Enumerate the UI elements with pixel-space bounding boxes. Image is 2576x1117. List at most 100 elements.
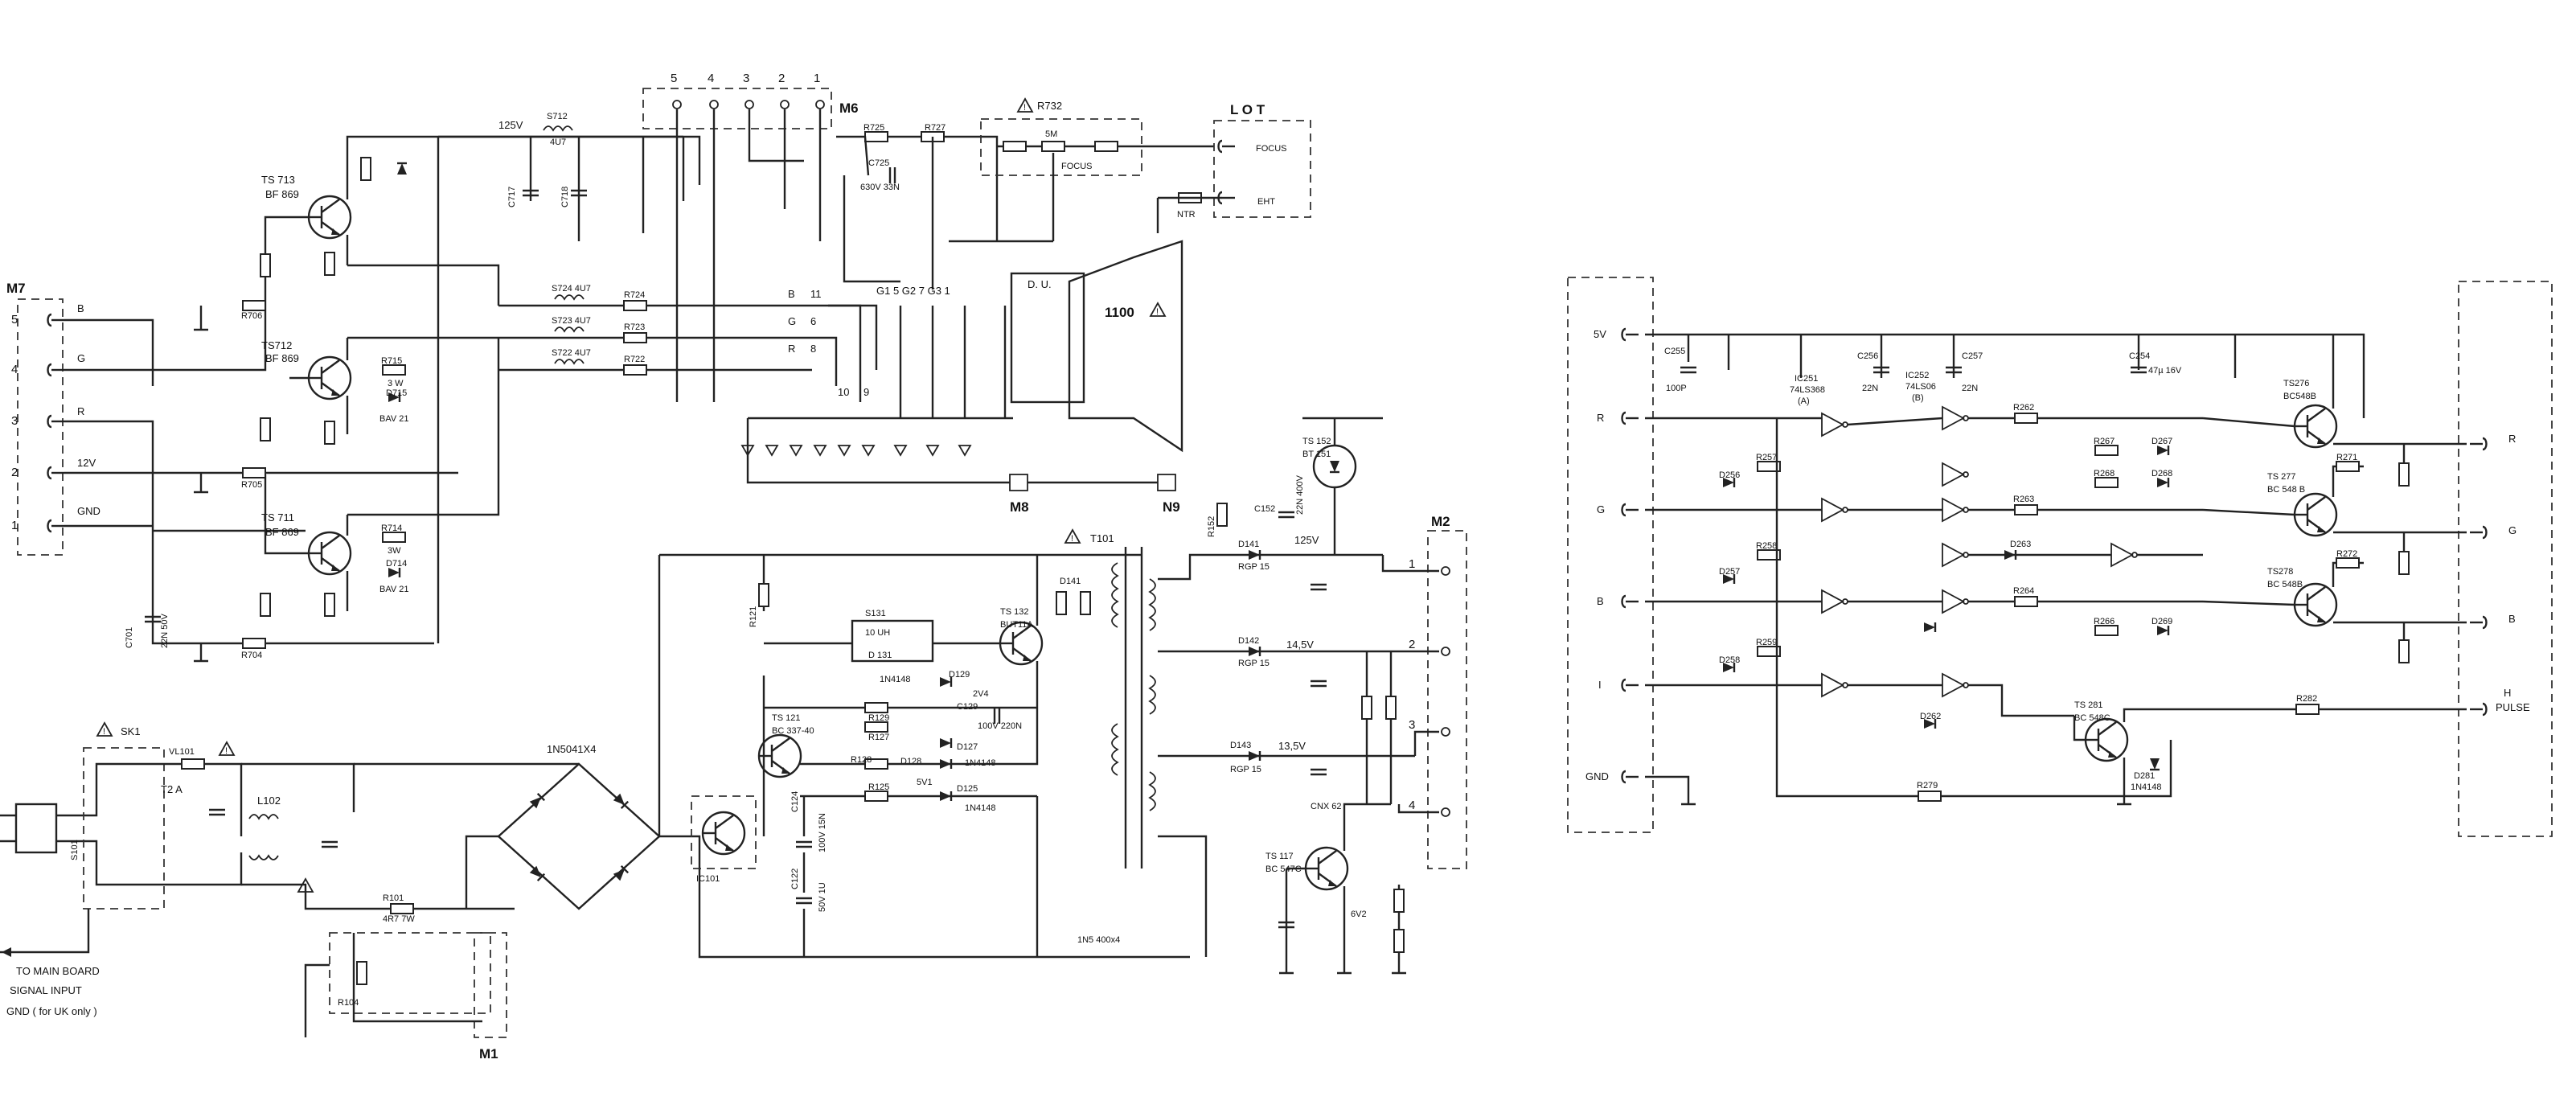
ts152-type: BT 151 bbox=[1302, 450, 1331, 459]
note-gnd-uk: GND ( for UK only ) bbox=[6, 1005, 97, 1017]
m7-signal-b: B bbox=[77, 302, 84, 314]
lot-focus: FOCUS bbox=[1256, 144, 1287, 154]
r128-label: R128 bbox=[851, 755, 872, 765]
in-b-label: B bbox=[1597, 595, 1604, 607]
d125-type: 1N4148 bbox=[965, 803, 996, 813]
ic252-part: (B) bbox=[1912, 393, 1924, 403]
ic101-label: IC101 bbox=[696, 874, 720, 884]
r714-value: 3W bbox=[388, 546, 401, 556]
ts121-label: TS 121 bbox=[772, 713, 800, 723]
ts276-transistor bbox=[2293, 404, 2338, 449]
r714-label: R714 bbox=[381, 524, 402, 533]
ntr-label: NTR bbox=[1177, 210, 1196, 220]
m7-label: M7 bbox=[6, 281, 26, 296]
buffer-gates bbox=[1821, 406, 2138, 697]
bridge-rectifier bbox=[497, 762, 661, 910]
ts711-type: BF 869 bbox=[265, 526, 299, 538]
c257-label: C257 bbox=[1962, 351, 1983, 361]
r706-label: R706 bbox=[241, 311, 262, 321]
d281-type: 1N4148 bbox=[2131, 782, 2162, 792]
r266-label: R266 bbox=[2094, 617, 2115, 626]
m7-signal-r: R bbox=[77, 405, 84, 417]
c718-label: C718 bbox=[560, 187, 570, 207]
ts277-type: BC 548 B bbox=[2267, 485, 2305, 495]
c701-value: 22N 50V bbox=[160, 614, 170, 648]
ts278-transistor bbox=[2293, 582, 2338, 627]
video-amp-ts711: TS 711 BF 869 bbox=[261, 511, 352, 576]
ts132-label: TS 132 bbox=[1000, 607, 1028, 617]
ts281-label: TS 281 bbox=[2074, 700, 2102, 710]
m6-pins: 5 4 3 2 1 bbox=[671, 72, 820, 85]
m2-pin-4: 4 bbox=[1409, 799, 1415, 812]
right-output-labels: R G B H PULSE bbox=[2496, 433, 2530, 713]
ts277-transistor bbox=[2293, 492, 2338, 537]
r272-label: R272 bbox=[2336, 549, 2357, 559]
d142-label: D142 bbox=[1238, 636, 1259, 646]
m7-signal-g: G bbox=[77, 352, 85, 364]
c725-label: C725 bbox=[868, 158, 889, 168]
bridge-label: 1N5041X4 bbox=[547, 743, 596, 755]
transformer-t101 bbox=[1111, 547, 1156, 869]
ts132-note: D141 bbox=[1060, 577, 1081, 586]
r263-label: R263 bbox=[2013, 495, 2034, 504]
r264-label: R264 bbox=[2013, 586, 2034, 596]
ts713-type: BF 869 bbox=[265, 188, 299, 200]
m2-pin-3: 3 bbox=[1409, 718, 1415, 732]
grid-g-label: G bbox=[788, 315, 796, 327]
r732-value: 5M bbox=[1045, 129, 1057, 139]
d715-type: BAV 21 bbox=[379, 414, 409, 424]
r724-label: R724 bbox=[624, 290, 645, 300]
ts711-label: TS 711 bbox=[261, 511, 294, 524]
ts117-transistor bbox=[1304, 846, 1349, 891]
note-signal-input: SIGNAL INPUT bbox=[10, 984, 82, 996]
ts121-transistor bbox=[757, 733, 802, 778]
ts277-label: TS 277 bbox=[2267, 472, 2295, 482]
ts152-label: TS 152 bbox=[1302, 437, 1331, 446]
d131-label: D 131 bbox=[868, 651, 892, 660]
lot-connector bbox=[1213, 120, 1311, 218]
s723-label: S723 4U7 bbox=[552, 316, 591, 326]
m6-pin-1: 1 bbox=[814, 72, 820, 85]
crt-label: 1100 bbox=[1105, 305, 1134, 320]
c254-label: C254 bbox=[2129, 351, 2150, 361]
d127-label: D127 bbox=[957, 742, 978, 752]
d262-label: D262 bbox=[1920, 712, 1941, 721]
s131-label: S131 bbox=[865, 609, 886, 618]
crt-tube bbox=[1068, 240, 1183, 453]
ts281-transistor bbox=[2084, 717, 2129, 762]
m7-signal-12v: 12V bbox=[77, 457, 96, 469]
c122-value: 50V 1U bbox=[818, 882, 827, 912]
d267-label: D267 bbox=[2151, 437, 2172, 446]
r722-label: R722 bbox=[624, 355, 645, 364]
d143-type: RGP 15 bbox=[1230, 765, 1261, 774]
ts712-label: TS712 bbox=[261, 339, 292, 351]
r727-label: R727 bbox=[925, 123, 945, 133]
du-label: D. U. bbox=[1028, 278, 1052, 290]
ts712-type: BF 869 bbox=[265, 352, 299, 364]
ts278-type: BC 548B bbox=[2267, 580, 2303, 589]
grid-6-label: 6 bbox=[810, 315, 816, 327]
ts278-label: TS278 bbox=[2267, 567, 2293, 577]
grid-8-label: 8 bbox=[810, 343, 816, 355]
m7-pin-1: 1 bbox=[11, 519, 18, 532]
d141-label: D141 bbox=[1238, 540, 1259, 549]
in-r-label: R bbox=[1597, 412, 1604, 424]
r723-label: R723 bbox=[624, 322, 645, 332]
r258-label: R258 bbox=[1756, 541, 1777, 551]
ts117-type: BC 547C bbox=[1265, 864, 1302, 874]
d281-label: D281 bbox=[2134, 771, 2155, 781]
m7-pin-5: 5 bbox=[11, 313, 18, 326]
r267-label: R267 bbox=[2094, 437, 2115, 446]
n9-label: N9 bbox=[1163, 499, 1180, 515]
m6-label: M6 bbox=[839, 101, 859, 116]
zener-value: 6V2 bbox=[1351, 910, 1367, 919]
c124-label: C124 bbox=[790, 791, 800, 812]
s131-box bbox=[851, 619, 934, 663]
r152-label: R152 bbox=[1207, 516, 1216, 537]
grid-r-label: R bbox=[788, 343, 795, 355]
m7-connector bbox=[17, 298, 64, 556]
m1-connector bbox=[474, 932, 507, 1038]
m2-pin-1: 1 bbox=[1409, 557, 1415, 571]
c122-label: C122 bbox=[790, 869, 800, 889]
m6-pin-5: 5 bbox=[671, 72, 677, 85]
